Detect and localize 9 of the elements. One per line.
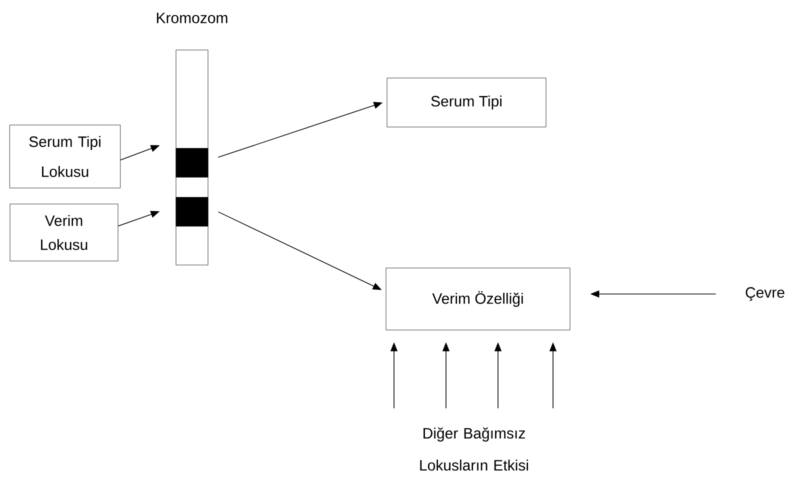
- factor-label: Çevre: [746, 287, 784, 301]
- locus-box: Verim Lokusu: [10, 204, 118, 262]
- band: [176, 197, 208, 226]
- trait-box: Serum Tipi: [386, 78, 546, 128]
- chromosome-label: Kromozom: [156, 12, 228, 24]
- band: [176, 148, 208, 178]
- factor-label: Diğer Bağımsız Lokusların Etkisi: [420, 427, 528, 471]
- trait-box: Verim Özelliği: [386, 268, 570, 330]
- locus-box: Serum Tipi Lokusu: [9, 124, 121, 188]
